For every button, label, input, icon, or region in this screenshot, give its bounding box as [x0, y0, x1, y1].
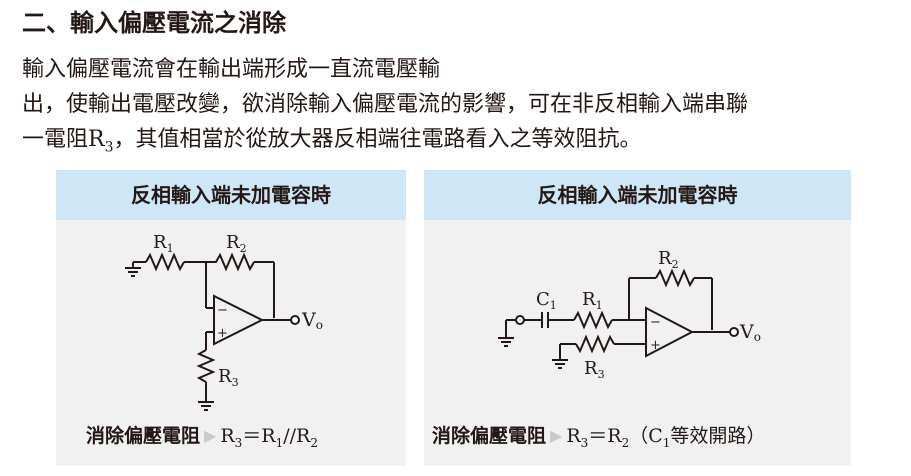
resistor-r2	[206, 252, 255, 272]
section-heading: 二、輸入偏壓電流之消除	[22, 9, 286, 37]
label-r1: R1	[153, 232, 174, 255]
paragraph-line-3: 一電阻R3，其值相當於從放大器反相端往電路看入之等效阻抗。	[22, 122, 748, 165]
op-amp	[213, 294, 265, 346]
label-r2: R2	[226, 232, 247, 255]
inverting-sign: −	[217, 303, 228, 318]
noninverting-sign: +	[650, 338, 661, 353]
caption-right: 消除偏壓電阻▶R3＝R2（C1等效開路）	[432, 422, 765, 457]
panel-left-header: 反相輸入端未加電容時	[56, 170, 406, 220]
caption-left: 消除偏壓電阻▶R3＝R1//R2	[86, 422, 318, 457]
body-paragraph: 輸入偏壓電流會在輸出端形成一直流電壓輸 出，使輸出電壓改變，欲消除輸入偏壓電流的…	[22, 52, 748, 165]
resistor-r2	[655, 268, 695, 288]
panel-right-header: 反相輸入端未加電容時	[424, 170, 851, 220]
resistor-r3	[196, 349, 216, 383]
panel-without-capacitor: 反相輸入端未加電容時	[56, 170, 406, 466]
circuit-diagram-right: − + C1 R1 R2 R3 Vo	[498, 248, 761, 381]
paragraph-r3-subscript: 3	[104, 139, 114, 156]
caption-left-label: 消除偏壓電阻	[86, 425, 201, 447]
circuit-diagram-left: − + R1 R2 R3 Vo	[125, 232, 323, 411]
input-terminal	[515, 315, 525, 325]
label-r1: R1	[582, 289, 603, 312]
resistor-r3	[575, 334, 615, 354]
resistor-r1	[573, 310, 613, 330]
caption-right-equation: R3＝R2（C1等效開路）	[566, 425, 766, 450]
label-vo: Vo	[739, 321, 761, 344]
arrow-icon: ▶	[204, 426, 217, 445]
label-vo: Vo	[301, 309, 323, 332]
op-amp	[645, 306, 695, 358]
label-c1: C1	[536, 289, 557, 312]
arrow-icon: ▶	[550, 426, 563, 445]
panel-with-capacitor: 反相輸入端未加電容時	[424, 170, 851, 466]
resistor-r1	[145, 252, 185, 272]
output-terminal	[290, 315, 300, 325]
paragraph-line-2: 出，使輸出電壓改變，欲消除輸入偏壓電流的影響，可在非反相輸入端串聯	[22, 92, 749, 117]
inverting-sign: −	[650, 315, 661, 330]
paragraph-line-3-suffix: ，其值相當於從放大器反相端往電路看入之等效阻抗。	[113, 127, 642, 152]
paragraph-line-1: 輸入偏壓電流會在輸出端形成一直流電壓輸	[22, 57, 441, 82]
label-r3: R3	[584, 358, 605, 381]
output-terminal	[729, 327, 739, 337]
label-r2: R2	[658, 248, 679, 271]
label-r3: R3	[218, 366, 239, 389]
noninverting-sign: +	[217, 326, 228, 341]
paragraph-line-3-prefix: 一電阻R	[22, 127, 105, 152]
caption-left-equation: R3＝R1//R2	[220, 425, 318, 450]
caption-right-label: 消除偏壓電阻	[432, 425, 547, 447]
